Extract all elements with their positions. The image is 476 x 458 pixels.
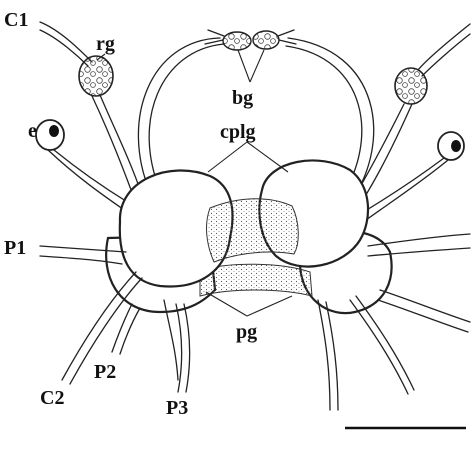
label-e: e [28, 120, 37, 142]
nerve-right-lower-2 [350, 300, 408, 394]
leader-bg [238, 50, 264, 82]
label-p2: P2 [94, 361, 116, 383]
eye-right [438, 132, 464, 160]
label-pg: pg [236, 321, 257, 343]
label-cplg: cplg [220, 121, 256, 143]
cerebral-commissure [207, 199, 299, 262]
nerve-right-lower-1 [318, 300, 330, 410]
nerve-right-lateral-1 [368, 234, 470, 246]
nerve-rg-left [100, 95, 142, 195]
label-c1: C1 [4, 9, 28, 31]
optic-nerve-left [48, 150, 130, 214]
label-c2: C2 [40, 387, 64, 409]
buccal-ganglia [205, 30, 296, 50]
leader-cplg [208, 142, 288, 172]
rhinophoral-ganglion-left [79, 56, 113, 96]
leader-pg [206, 292, 292, 316]
label-rg: rg [96, 33, 115, 55]
eye-left [36, 120, 64, 150]
rhinophoral-ganglion-right [395, 68, 427, 104]
nerve-c1 [40, 22, 92, 62]
label-p3: P3 [166, 397, 188, 419]
label-p1: P1 [4, 237, 26, 259]
nerve-p3 [176, 304, 182, 392]
label-bg: bg [232, 87, 253, 109]
